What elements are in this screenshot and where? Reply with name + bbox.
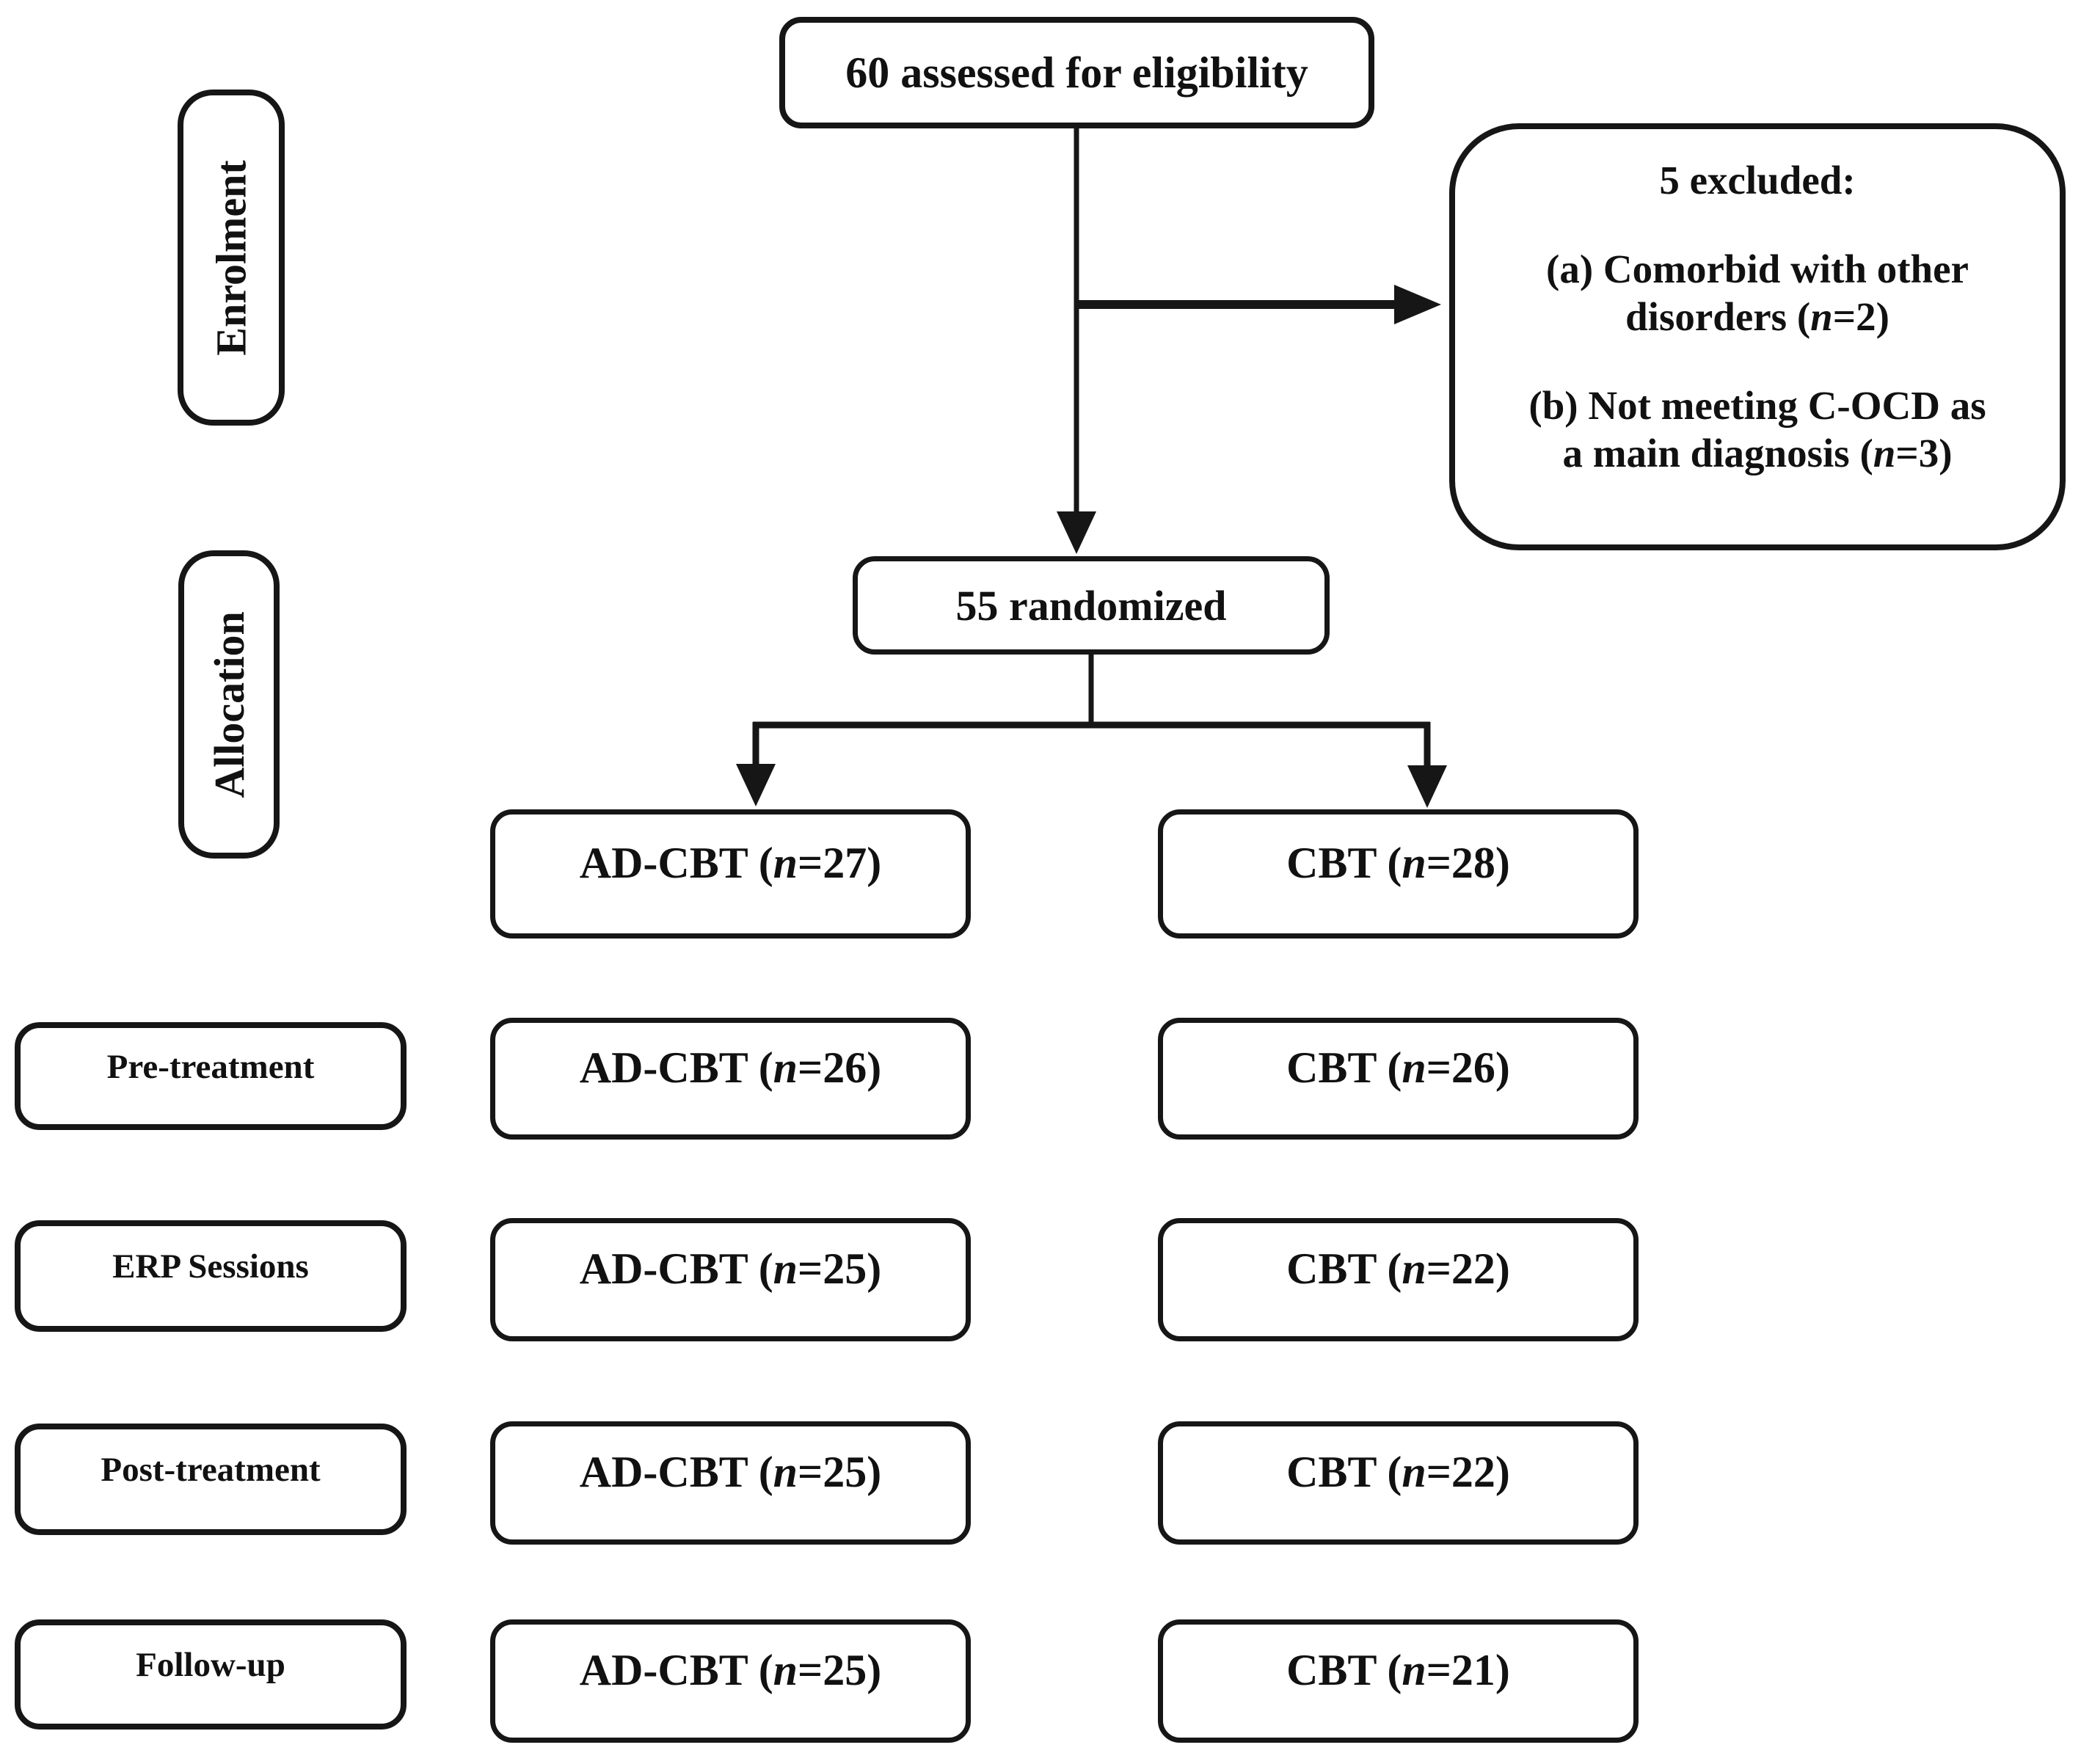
- rowlabel-text: Pre-treatment: [106, 1047, 315, 1086]
- follow-up-cbt-text: CBT (n=21): [1286, 1645, 1510, 1696]
- n-symbol: n: [1402, 1447, 1426, 1496]
- erp-sessions-cbt-text: CBT (n=22): [1286, 1244, 1510, 1294]
- arrowhead-down-cbt: [1407, 765, 1447, 808]
- text-part: AD-CBT (: [579, 1645, 773, 1694]
- text-part: =21): [1426, 1645, 1510, 1694]
- text-part: =26): [798, 1043, 882, 1092]
- rowlabel-text: ERP Sessions: [112, 1247, 309, 1286]
- excluded-reason-a: (a) Comorbid with other disorders (n=2): [1537, 246, 1978, 341]
- n-symbol: n: [773, 1043, 798, 1092]
- arrowhead-right-excluded: [1394, 285, 1441, 324]
- stage-box-allocation: Allocation: [178, 550, 280, 859]
- pre-treatment-cbt-text: CBT (n=26): [1286, 1043, 1510, 1093]
- follow-up-adcbt-box: AD-CBT (n=25): [490, 1619, 971, 1743]
- excluded-title: 5 excluded:: [1659, 158, 1856, 203]
- text-part: AD-CBT (: [579, 1447, 773, 1496]
- text-part: =2): [1832, 294, 1889, 339]
- arrowhead-down-randomized: [1057, 511, 1096, 554]
- n-symbol: n: [773, 1645, 798, 1694]
- text-part: =22): [1426, 1244, 1510, 1293]
- follow-up-adcbt-text: AD-CBT (n=25): [580, 1645, 881, 1696]
- text-part: (a) Comorbid with other disorders (: [1546, 246, 1969, 339]
- rowlabel-text: Follow-up: [136, 1646, 285, 1684]
- text-part: AD-CBT (: [579, 1043, 773, 1092]
- excluded-box: 5 excluded: (a) Comorbid with other diso…: [1449, 123, 2066, 550]
- allocation-adcbt-text: AD-CBT (n=27): [580, 838, 881, 889]
- text-part: CBT (: [1286, 838, 1402, 887]
- erp-sessions-adcbt-box: AD-CBT (n=25): [490, 1218, 971, 1341]
- n-symbol: n: [1402, 838, 1426, 887]
- randomized-text: 55 randomized: [955, 581, 1227, 630]
- eligibility-text: 60 assessed for eligibility: [845, 48, 1308, 97]
- pre-treatment-cbt-box: CBT (n=26): [1158, 1018, 1639, 1140]
- allocation-cbt-box: CBT (n=28): [1158, 809, 1639, 939]
- n-symbol: n: [1402, 1043, 1426, 1092]
- stage-label-allocation: Allocation: [205, 611, 253, 798]
- text-part: AD-CBT (: [579, 1244, 773, 1293]
- randomized-box: 55 randomized: [853, 556, 1330, 655]
- n-symbol: n: [1810, 294, 1833, 339]
- n-symbol: n: [1402, 1244, 1426, 1293]
- text-part: =28): [1426, 838, 1510, 887]
- text-part: (b) Not meeting C-OCD as a main diagnosi…: [1528, 382, 1986, 475]
- text-part: CBT (: [1286, 1447, 1402, 1496]
- text-part: =25): [798, 1447, 882, 1496]
- erp-sessions-cbt-box: CBT (n=22): [1158, 1218, 1639, 1341]
- n-symbol: n: [1873, 430, 1896, 475]
- text-part: AD-CBT (: [579, 838, 773, 887]
- text-part: =3): [1895, 430, 1953, 475]
- rowlabel-pre-treatment: Pre-treatment: [15, 1022, 407, 1130]
- n-symbol: n: [773, 1447, 798, 1496]
- rowlabel-erp-sessions: ERP Sessions: [15, 1220, 407, 1332]
- pre-treatment-adcbt-text: AD-CBT (n=26): [580, 1043, 881, 1093]
- text-part: CBT (: [1286, 1645, 1402, 1694]
- erp-sessions-adcbt-text: AD-CBT (n=25): [580, 1244, 881, 1294]
- post-treatment-cbt-text: CBT (n=22): [1286, 1447, 1510, 1498]
- post-treatment-adcbt-text: AD-CBT (n=25): [580, 1447, 881, 1498]
- post-treatment-cbt-box: CBT (n=22): [1158, 1421, 1639, 1545]
- rowlabel-post-treatment: Post-treatment: [15, 1424, 407, 1535]
- text-part: =25): [798, 1645, 882, 1694]
- arrowhead-down-adcbt: [736, 764, 776, 806]
- allocation-adcbt-box: AD-CBT (n=27): [490, 809, 971, 939]
- allocation-cbt-text: CBT (n=28): [1286, 838, 1510, 889]
- stage-label-enrolment: Enrolment: [207, 159, 255, 356]
- n-symbol: n: [773, 838, 798, 887]
- text-part: =27): [798, 838, 882, 887]
- follow-up-cbt-box: CBT (n=21): [1158, 1619, 1639, 1743]
- rowlabel-text: Post-treatment: [101, 1451, 321, 1489]
- eligibility-box: 60 assessed for eligibility: [779, 17, 1374, 128]
- excluded-reason-b: (b) Not meeting C-OCD as a main diagnosi…: [1519, 382, 1996, 478]
- text-part: CBT (: [1286, 1043, 1402, 1092]
- post-treatment-adcbt-box: AD-CBT (n=25): [490, 1421, 971, 1545]
- text-part: =22): [1426, 1447, 1510, 1496]
- n-symbol: n: [1402, 1645, 1426, 1694]
- pre-treatment-adcbt-box: AD-CBT (n=26): [490, 1018, 971, 1140]
- stage-box-enrolment: Enrolment: [178, 90, 285, 426]
- n-symbol: n: [773, 1244, 798, 1293]
- text-part: CBT (: [1286, 1244, 1402, 1293]
- text-part: =26): [1426, 1043, 1510, 1092]
- text-part: =25): [798, 1244, 882, 1293]
- rowlabel-follow-up: Follow-up: [15, 1619, 407, 1730]
